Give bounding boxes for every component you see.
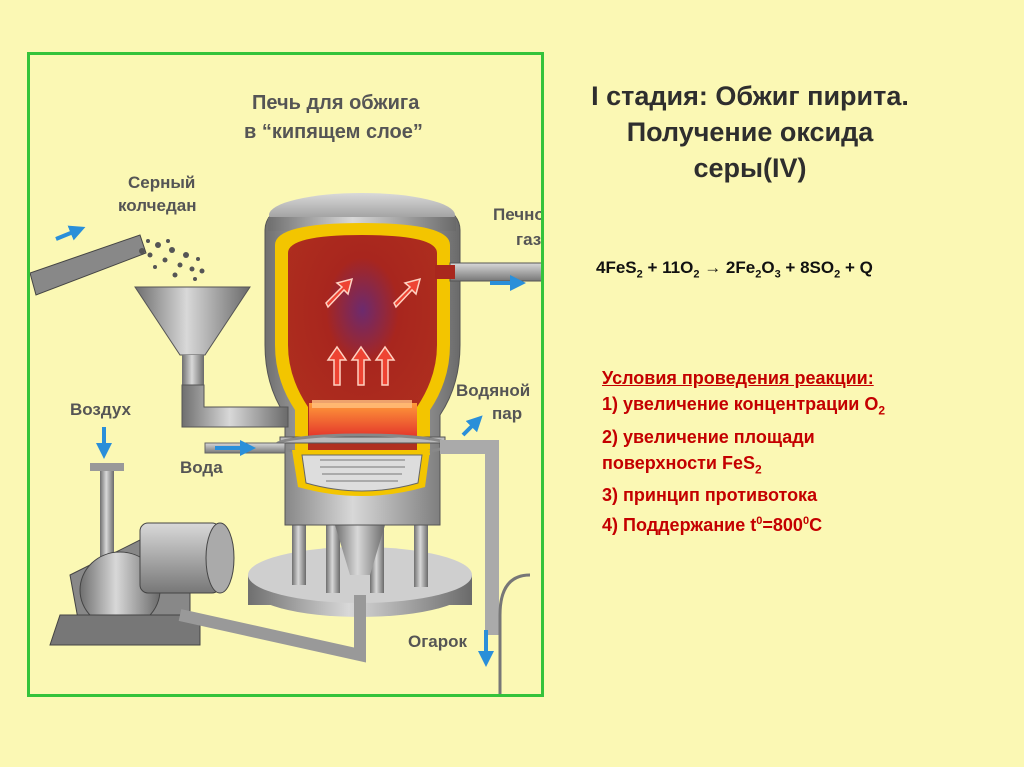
eq-part: + 11O (642, 258, 694, 277)
steam-pipe (440, 440, 499, 635)
cinder-outlet (335, 525, 385, 575)
label-cinder: Огарок (408, 632, 468, 651)
label-steam-line2: пар (492, 404, 522, 423)
slide-title-line3: серы(IV) (693, 153, 807, 183)
eq-part: 4FeS (596, 258, 637, 277)
condition-sup: 0 (756, 515, 763, 528)
eq-sub: 2 (636, 268, 643, 281)
eq-sub: 3 (774, 268, 781, 281)
furnace-diagram: Печь для обжига в “кипящем слое” Серный … (27, 52, 544, 697)
fluidized-bed (309, 403, 417, 439)
condition-2-cont: поверхности FeS2 (602, 450, 885, 483)
conditions-heading: Условия проведения реакции: (602, 368, 874, 388)
diagram-title-line1: Печь для обжига (252, 92, 420, 114)
label-steam-line1: Водяной (456, 381, 530, 400)
furnace-illustration: Печь для обжига в “кипящем слое” Серный … (30, 92, 541, 694)
condition-sub: 2 (755, 462, 762, 477)
slide-title: I стадия: Обжиг пирита. Получение оксида… (530, 78, 970, 186)
condition-text: 4) Поддержание t (602, 515, 757, 536)
condition-2: 2) увеличение площади (602, 426, 815, 447)
condition-4: 4) Поддержание t0=8000C (602, 508, 885, 538)
label-furnace-gas-line1: Печной (493, 205, 541, 224)
condition-text: =800 (762, 515, 803, 536)
reaction-equation: 4FeS2 + 11O2 → 2Fe2O3 + 8SO2 + Q (596, 258, 873, 280)
eq-part: O (761, 258, 775, 277)
pyrite-conveyor (30, 234, 147, 296)
condition-text: C (809, 515, 823, 536)
eq-part: + 8SO (780, 258, 835, 277)
condition-sup: 0 (802, 515, 810, 528)
diagram-title-line2: в “кипящем слое” (244, 121, 423, 143)
flow-arrow-icon (55, 225, 526, 667)
condition-sub: 2 (878, 403, 886, 418)
slide-title-line2: Получение оксида (626, 117, 874, 147)
label-pyrite-line1: Серный (128, 173, 195, 192)
eq-sub: 2 (755, 268, 762, 281)
eq-sub: 2 (834, 268, 841, 281)
eq-part: → 2Fe (699, 258, 756, 277)
eq-sub: 2 (693, 268, 700, 281)
condition-text: поверхности FeS (602, 452, 756, 473)
condition-3: 3) принцип противотока (602, 485, 818, 506)
label-air: Воздух (70, 400, 132, 419)
label-water: Вода (180, 458, 223, 477)
heat-arrow-icon (325, 277, 422, 386)
reaction-conditions: Условия проведения реакции: 1) увеличени… (602, 365, 885, 538)
pyrite-hopper (134, 286, 251, 356)
eq-part: + Q (840, 258, 873, 277)
slide-title-line1: I стадия: Обжиг пирита. (591, 81, 909, 111)
gas-outlet-pipe (449, 262, 541, 282)
label-pyrite-line2: колчедан (118, 196, 196, 215)
condition-1: 1) увеличение концентрации O2 (602, 391, 885, 424)
condition-text: 1) увеличение концентрации O (602, 394, 879, 414)
furnace-interior (288, 235, 437, 450)
label-furnace-gas-line2: газ (516, 230, 541, 249)
blower-to-furnace-pipe (178, 595, 366, 663)
